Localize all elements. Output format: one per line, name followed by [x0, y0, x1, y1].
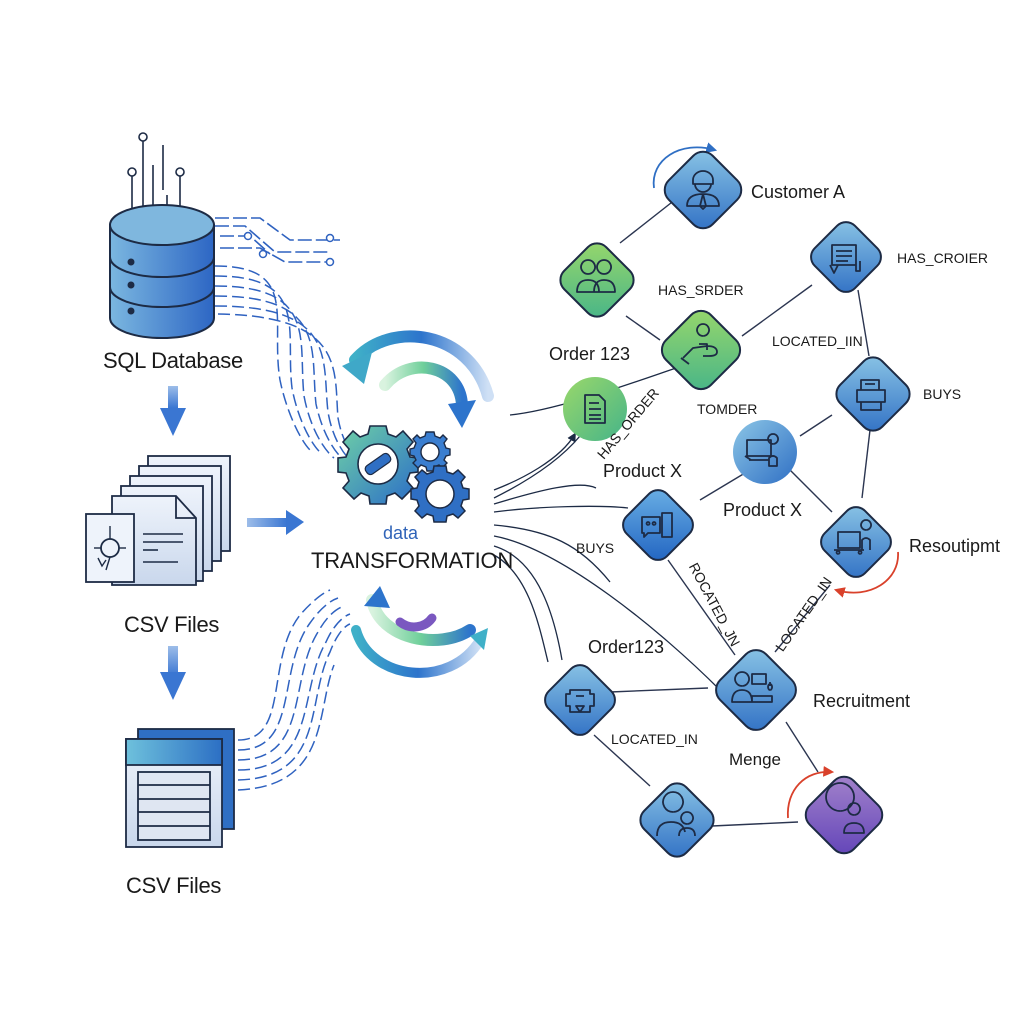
node-shape: [622, 489, 694, 561]
node-shape: [639, 782, 715, 858]
node-shape: [804, 775, 884, 855]
arrow-down-icon: [160, 646, 186, 700]
node-label-order: Order 123: [549, 344, 631, 364]
node-label-order123: Order123: [588, 637, 665, 657]
source-label-csv: CSV Files: [124, 612, 220, 637]
self-loop-arrow-red: [787, 765, 835, 819]
graph-node-cart[interactable]: [806, 217, 886, 297]
edge-label-buys-top: BUYS: [923, 386, 962, 402]
edge-label-buys: BUYS: [576, 540, 615, 556]
graph-node-resource[interactable]: [816, 502, 896, 582]
edge-label-tomder: TOMDER: [697, 401, 758, 417]
source-label-csv-table: CSV Files: [126, 873, 222, 898]
printer-icon: [856, 379, 886, 411]
laptop-person-icon: [834, 519, 872, 555]
graph-node-printer[interactable]: [831, 352, 915, 436]
transformation-cycle-bottom: [351, 586, 488, 678]
self-loop-arrow-red: [833, 551, 899, 598]
node-shape: [544, 664, 616, 736]
user-cap-icon: [686, 170, 720, 210]
hub-label-small: data: [383, 523, 419, 543]
node-label-product-x: Product X: [723, 500, 803, 520]
person-icon: [656, 791, 696, 837]
document-stack-icon: [85, 455, 231, 586]
hub-label-title: TRANSFORMATION: [311, 548, 514, 573]
node-shape: [715, 649, 797, 731]
node-shape: [663, 150, 743, 230]
sql-database-icon: [109, 132, 340, 339]
node-shape: [835, 356, 911, 432]
people-icon: [576, 259, 616, 293]
transformation-cycle-top: [342, 330, 494, 428]
graph-node-monitor[interactable]: [733, 420, 797, 484]
table-file-icon: [125, 728, 235, 848]
source-label-sql: SQL Database: [103, 348, 243, 373]
node-label-product-x-top: Product X: [603, 461, 683, 481]
hub-output-lines: [493, 364, 721, 691]
graph-node-doc[interactable]: [563, 377, 627, 441]
chat-icon: [641, 512, 673, 538]
edge-label-has-croier: HAS_CROIER: [897, 250, 989, 266]
self-loop-arrow-blue: [652, 142, 718, 189]
desk-person-icon: [731, 671, 773, 703]
node-shape: [733, 420, 797, 484]
document-icon: [584, 394, 606, 424]
node-label-recruitment: Recruitment: [813, 691, 911, 711]
node-label-customer: Customer A: [751, 182, 846, 202]
gears-icon: [337, 425, 470, 523]
monitor-person-icon: [744, 433, 779, 467]
node-shape: [559, 242, 635, 318]
graph-node-chat[interactable]: [618, 485, 698, 565]
edge-label-menge: Menge: [729, 750, 781, 769]
node-shape: [810, 221, 882, 293]
graph-node-purple[interactable]: [800, 771, 888, 859]
edge-label-located-in: LOCATED_IN: [611, 731, 698, 747]
data-flow-lines-top: [214, 265, 357, 461]
invoice-icon: [829, 244, 861, 274]
edge-label-has-srder: HAS_SRDER: [658, 282, 744, 298]
graph-node-person[interactable]: [635, 778, 719, 862]
arrow-down-icon: [160, 386, 186, 436]
graph-node-customer[interactable]: [659, 146, 747, 234]
edge-label-located-iin: LOCATED_IIN: [772, 333, 863, 349]
arrow-right-icon: [247, 510, 304, 535]
search-user-icon: [825, 782, 865, 834]
node-label-resource: Resoutipmt: [909, 536, 1001, 556]
data-flow-lines-bottom: [237, 589, 351, 791]
device-icon: [565, 689, 595, 713]
graph-edges: [593, 187, 871, 827]
graph-node-device[interactable]: [540, 660, 620, 740]
node-shape: [820, 506, 892, 578]
graph-node-hand[interactable]: [656, 305, 746, 395]
node-shape: [660, 309, 742, 391]
hand-icon: [680, 323, 718, 365]
graph-node-people[interactable]: [555, 238, 639, 322]
graph-node-recruit[interactable]: [710, 644, 802, 736]
